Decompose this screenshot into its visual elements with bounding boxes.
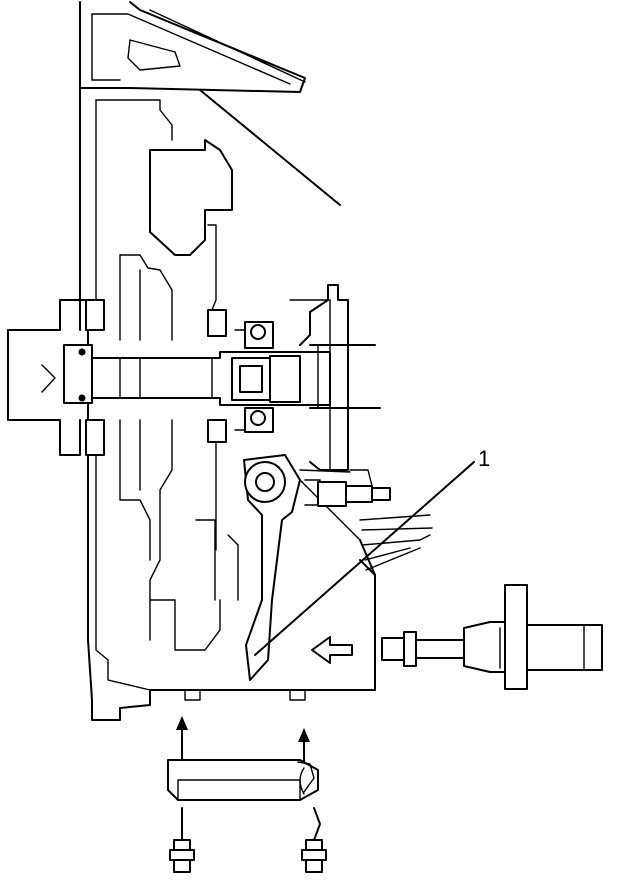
input-shaft-end — [7, 299, 105, 456]
housing-side-wall — [359, 547, 421, 691]
release-fork — [243, 454, 361, 681]
inspection-cover — [167, 716, 319, 801]
callout-1: 1 — [254, 446, 490, 656]
installation-tool — [381, 584, 603, 690]
cover-bolt-right — [301, 807, 327, 873]
direction-arrow — [311, 636, 353, 664]
release-bearing — [207, 224, 274, 551]
housing-top-flange — [79, 1, 341, 206]
end-cover-flange — [289, 284, 381, 471]
clutch-disc-assembly — [119, 139, 239, 651]
cover-bolt-left — [169, 807, 195, 873]
callout-1-label: 1 — [478, 446, 490, 471]
main-shaft — [91, 351, 331, 406]
